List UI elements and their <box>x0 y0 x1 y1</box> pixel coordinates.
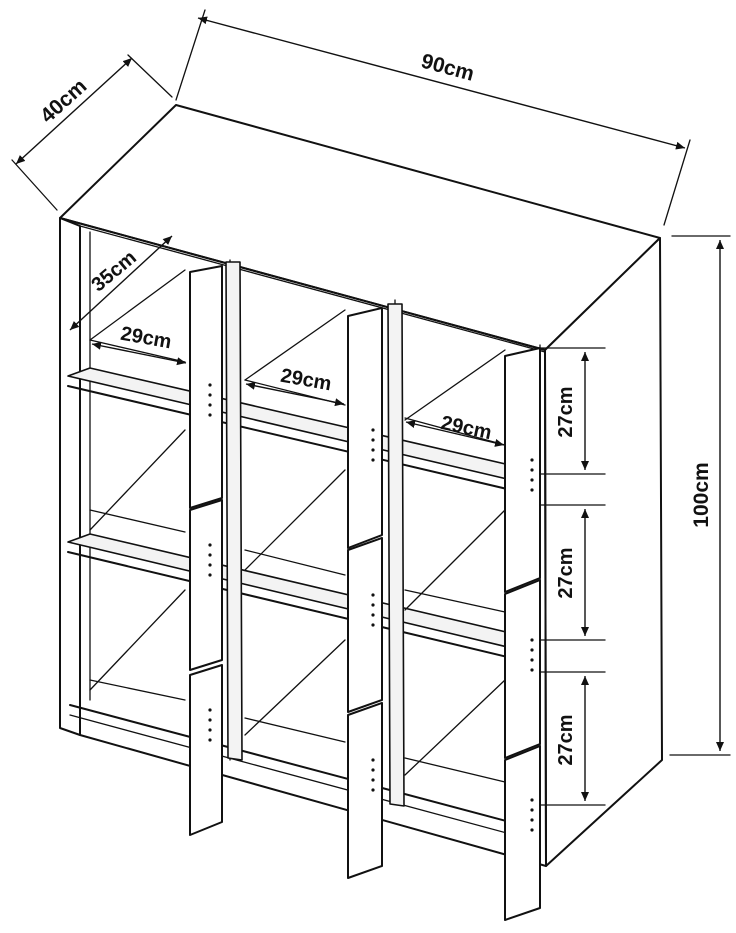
door-left-top <box>189 265 223 509</box>
dimension-lines <box>11 9 731 806</box>
compartment-width-left-line <box>91 341 187 366</box>
divider-right <box>387 303 405 807</box>
compartment-height-bottom-label: 27cm <box>555 714 577 765</box>
door-left-bottom <box>189 664 223 836</box>
depth-dimension-line <box>15 57 133 165</box>
divider-left <box>225 261 243 761</box>
width-dimension-line <box>197 16 686 150</box>
shelf-lower <box>67 533 541 651</box>
inner-depth-dimension-line <box>69 235 173 331</box>
door-right-middle <box>504 579 541 759</box>
compartment-width-right-label: 29cm <box>439 412 494 444</box>
door-middle-middle <box>347 537 383 713</box>
compartment-height-middle-label: 27cm <box>555 547 577 598</box>
door-middle-top <box>347 307 383 549</box>
door-right-top <box>504 347 541 593</box>
compartment-height-top-label: 27cm <box>555 386 577 437</box>
width-label: 90cm <box>419 50 477 86</box>
compartment-width-right-line <box>405 420 505 447</box>
door-right-bottom <box>504 745 541 921</box>
compartment-width-middle-line <box>245 381 345 407</box>
door-middle-bottom <box>347 702 383 879</box>
height-label: 100cm <box>690 462 713 527</box>
door-left-middle <box>189 499 223 671</box>
open-doors <box>189 265 541 921</box>
left-side-edge <box>59 217 81 736</box>
